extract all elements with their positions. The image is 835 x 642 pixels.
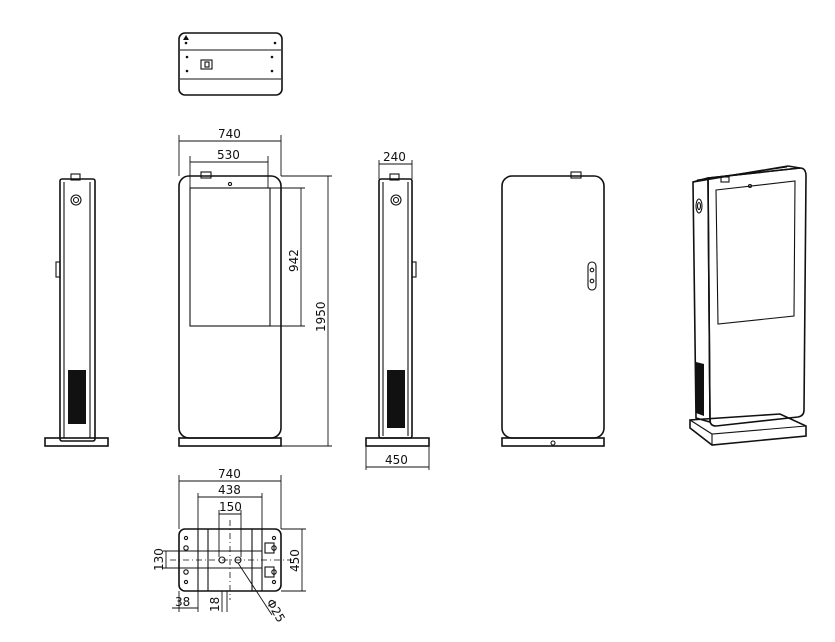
front-view-dimensions: 740 530 942 1950 bbox=[178, 127, 332, 447]
dim-total-height: 1950 bbox=[314, 301, 328, 332]
dim-screen-height: 942 bbox=[287, 249, 301, 272]
dim-base-small-offset: 18 bbox=[208, 597, 222, 612]
right-side-view bbox=[365, 173, 430, 447]
dim-base-depth-right: 450 bbox=[288, 549, 302, 572]
perspective-view bbox=[689, 165, 807, 446]
dim-side-depth: 240 bbox=[383, 150, 406, 164]
dim-base-slot-spacing: 130 bbox=[152, 548, 166, 571]
back-view bbox=[501, 171, 605, 447]
base-plan-view bbox=[170, 520, 292, 600]
dim-base-hole-spacing: 438 bbox=[218, 483, 241, 497]
front-view bbox=[178, 171, 282, 447]
dim-base-edge-offset: 38 bbox=[175, 595, 190, 609]
top-view bbox=[178, 32, 283, 96]
dim-base-center-spacing: 150 bbox=[219, 500, 242, 514]
dim-base-hole-diameter: Φ25 bbox=[263, 597, 287, 625]
dim-front-width: 740 bbox=[218, 127, 241, 141]
dim-screen-width: 530 bbox=[217, 148, 240, 162]
base-plan-dimensions: 740 438 150 450 130 38 18 Φ25 bbox=[152, 467, 306, 625]
dim-base-width: 740 bbox=[218, 467, 241, 481]
side-view-dimensions: 240 450 bbox=[365, 150, 430, 470]
dim-base-depth: 450 bbox=[385, 453, 408, 467]
left-side-view bbox=[44, 173, 109, 447]
